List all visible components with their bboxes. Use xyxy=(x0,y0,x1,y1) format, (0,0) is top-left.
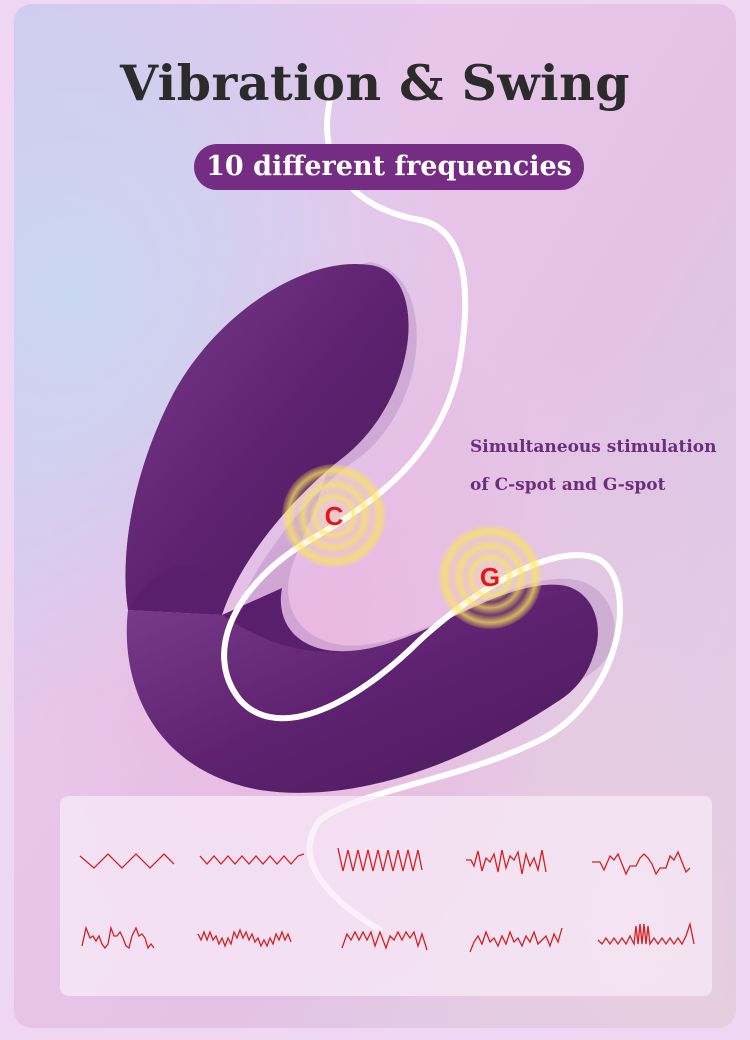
waveform-icon-4 xyxy=(466,849,547,875)
g-spot-marker: G xyxy=(438,525,542,629)
waveform-icon-1 xyxy=(79,853,175,869)
frequency-badge: 10 different frequencies xyxy=(194,144,584,190)
waveform-icon-10 xyxy=(597,921,695,947)
c-spot-marker: C xyxy=(282,464,386,568)
waveform-icon-6 xyxy=(81,925,155,950)
waveform-icon-3 xyxy=(337,847,423,872)
waveform-icon-7 xyxy=(197,928,292,948)
description-line-2: of C-spot and G-spot xyxy=(470,475,666,495)
description-line-1: Simultaneous stimulation xyxy=(470,437,717,457)
waveform-icon-5 xyxy=(592,850,691,876)
waveform-icons xyxy=(79,847,695,953)
waveform-icon-8 xyxy=(341,930,428,951)
waveform-icon-2 xyxy=(199,853,305,865)
g-spot-label: G xyxy=(479,561,501,592)
product-card: Vibration & Swing 10 different frequenci… xyxy=(14,4,736,1028)
waveform-panel xyxy=(60,796,712,996)
c-spot-label: C xyxy=(324,500,344,531)
feature-description: Simultaneous stimulation of C-spot and G… xyxy=(470,428,716,504)
waveform-icon-9 xyxy=(469,927,563,953)
page-title: Vibration & Swing xyxy=(119,54,631,112)
